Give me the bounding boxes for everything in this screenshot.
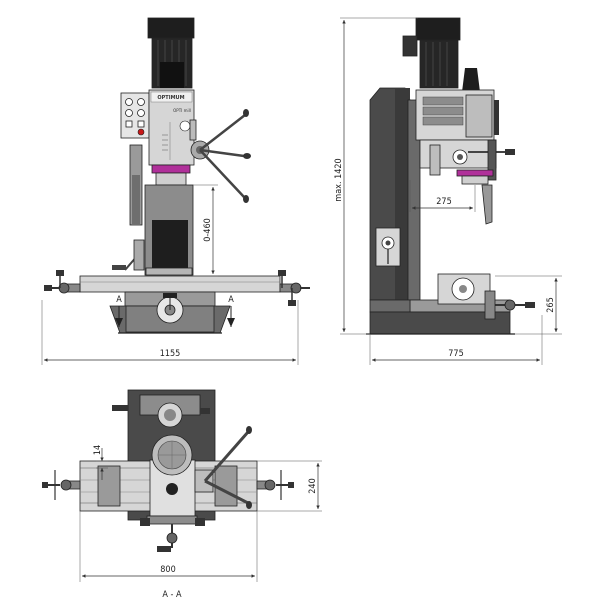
dim-overall-width-label: 1155 [160,349,181,359]
section-mark-right: A [228,295,234,305]
dim-table-width-label: 240 [308,478,318,493]
front-base [109,291,231,334]
dim-table-height-label: 265 [546,297,556,312]
dim-slot-width: 14 [93,445,108,480]
dim-table-length: 800 [79,511,258,582]
dim-table-height: 265 [495,275,562,335]
dim-max-height: max. 1420 [334,17,418,335]
section-view: 14 240 800 A - A [42,389,322,600]
side-view: max. 1420 275 265 775 [334,17,562,365]
section-marks: A A [115,295,235,327]
front-spindle [151,164,191,186]
dim-slot-width-label: 14 [93,445,103,455]
section-head [140,426,252,552]
dim-overall-depth: 775 [369,315,543,365]
dim-table-width: 240 [257,460,322,512]
dim-max-height-label: max. 1420 [334,158,344,201]
front-view: OPTIMUM OPTI mill [41,17,310,365]
front-head: OPTIMUM OPTI mill [129,89,251,226]
dim-overall-depth-label: 775 [448,349,463,359]
front-motor [147,17,195,89]
dim-spindle-offset: 275 [409,180,476,212]
dim-table-length-label: 800 [160,565,175,575]
side-base [366,273,535,335]
section-title: A - A [162,590,182,600]
side-head [415,89,515,225]
dim-quill-travel: 0-460 [193,184,218,277]
dim-spindle-offset-label: 275 [436,197,451,207]
dim-overall-width: 1155 [41,300,299,365]
brand-label: OPTIMUM [157,95,184,101]
section-mark-left: A [116,295,122,305]
side-motor [402,17,480,92]
model-label: OPTI mill [173,108,191,113]
side-column [369,87,421,301]
front-table [44,270,310,306]
front-column [112,184,194,276]
front-control-panel [120,92,150,139]
dim-quill-travel-label: 0-460 [203,218,213,242]
